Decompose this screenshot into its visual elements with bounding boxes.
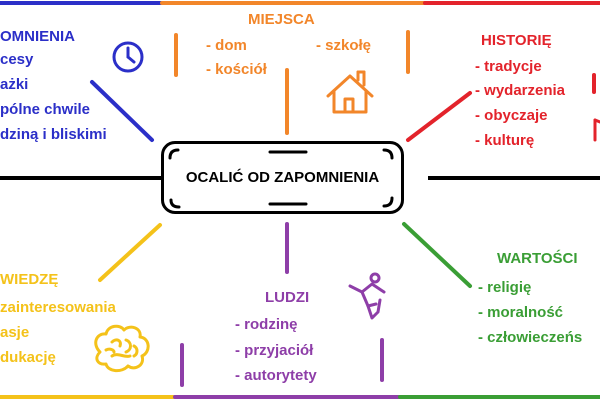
connector-green [402, 222, 472, 288]
flag-icon [593, 118, 600, 142]
clock-icon [112, 41, 144, 73]
branch-item-bottom-right-0: - religię [478, 279, 532, 296]
branch-item-bottom-right-2: - człowieczeńs [478, 329, 583, 346]
brain-icon [94, 324, 150, 373]
branch-item-bottom-center-2: - autorytety [235, 367, 317, 384]
purple-brackets [180, 338, 384, 387]
branch-item-top-left-0: cesy [0, 51, 34, 68]
person-icon [348, 272, 386, 320]
branch-item-bottom-center-1: - przyjaciół [235, 342, 314, 359]
center-title: OCALIĆ OD ZAPOMNIENIA [185, 169, 380, 186]
branch-item-top-left-3: dziną i bliskimi [0, 126, 107, 143]
branch-item-top-left-2: pólne chwile [0, 101, 91, 118]
branch-item-top-right-0: - tradycje [475, 58, 542, 75]
branch-title-bottom-center: LUDZI [265, 289, 310, 306]
branch-item-top-center-2: - szkołę [316, 37, 372, 54]
center-node: OCALIĆ OD ZAPOMNIENIA [161, 141, 404, 214]
branch-item-top-right-1: - wydarzenia [475, 82, 566, 99]
connector-yellow [98, 223, 162, 282]
branch-title-bottom-left: WIEDZĘ [0, 271, 59, 288]
branch-item-top-right-2: - obyczaje [475, 107, 548, 124]
branch-item-top-left-1: ażki [0, 76, 29, 93]
branch-item-bottom-center-0: - rodzinę [235, 316, 298, 333]
connector-blue [90, 80, 154, 142]
branch-item-bottom-left-0: zainteresowania [0, 299, 116, 316]
branch-title-top-right: HISTORIĘ [481, 32, 552, 49]
branch-item-top-center-1: - kościół [206, 61, 267, 78]
branch-title-bottom-right: WARTOŚCI [497, 250, 578, 267]
connector-red [406, 91, 472, 142]
branch-title-top-center: MIEJSCA [248, 11, 315, 28]
house-icon [326, 70, 374, 114]
branch-item-top-right-3: - kulturę [475, 132, 535, 149]
branch-item-top-center-0: - dom [206, 37, 247, 54]
branch-title-top-left: OMNIENIA [0, 28, 75, 45]
orange-brackets [174, 30, 410, 77]
branch-item-bottom-left-2: dukację [0, 349, 56, 366]
branch-item-bottom-left-1: asje [0, 324, 30, 341]
branch-item-bottom-right-1: - moralność [478, 304, 564, 321]
